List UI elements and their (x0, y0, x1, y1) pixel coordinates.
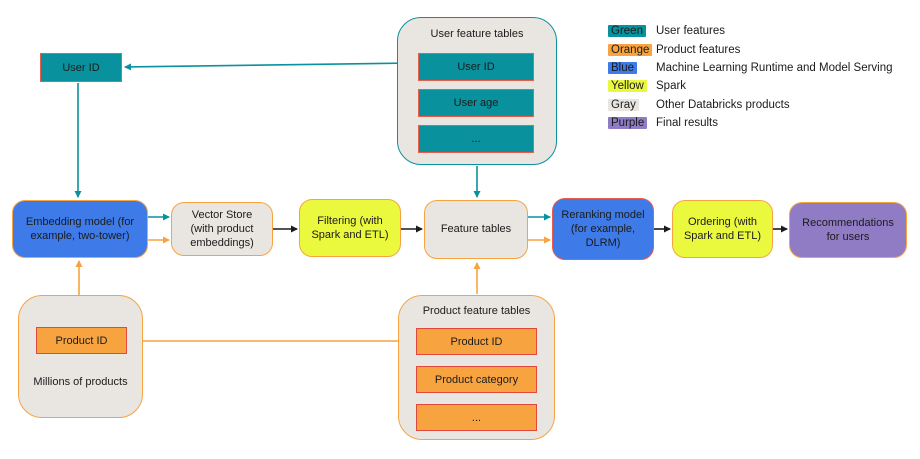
arrow-userid-to-userfeature-bidir (124, 59, 414, 71)
legend-swatch-yellow: Yellow (608, 80, 647, 93)
ordering-node: Ordering (with Spark and ETL) (672, 200, 773, 258)
embedding-model-node: Embedding model (for example, two-tower) (12, 200, 148, 258)
legend-desc-ml-runtime: Machine Learning Runtime and Model Servi… (656, 61, 893, 74)
legend-swatch-blue: Blue (608, 61, 638, 74)
millions-of-products-label: Millions of products (33, 376, 128, 388)
legend-swatch-green: Green (608, 25, 646, 38)
legend-swatch-purple: Purple (608, 117, 648, 130)
recommendations-node: Recommendations for users (789, 202, 907, 258)
legend-desc-other-databricks: Other Databricks products (656, 98, 790, 111)
legend-swatch-gray: Gray (608, 98, 639, 111)
feature-tables-node: Feature tables (424, 200, 528, 259)
user-feature-tables-container: User feature tables User ID User age ... (397, 17, 557, 165)
product-feature-row-product-id: Product ID (416, 328, 537, 355)
product-feature-row-more: ... (416, 404, 537, 431)
millions-of-products-container: Product ID Millions of products (18, 295, 143, 418)
product-feature-row-category: Product category (416, 366, 537, 393)
legend-desc-final-results: Final results (656, 117, 718, 130)
user-feature-tables-title: User feature tables (430, 28, 524, 40)
legend-desc-spark: Spark (656, 80, 687, 93)
user-feature-row-user-age: User age (418, 89, 534, 117)
filtering-node: Filtering (with Spark and ETL) (299, 199, 401, 257)
legend: Green User features Orange Product featu… (608, 22, 893, 132)
millions-product-id-node: Product ID (36, 327, 127, 354)
legend-desc-user-features: User features (656, 25, 726, 38)
user-feature-row-user-id: User ID (418, 53, 534, 81)
product-feature-tables-title: Product feature tables (422, 305, 531, 317)
product-feature-tables-container: Product feature tables Product ID Produc… (398, 295, 555, 440)
legend-swatch-orange: Orange (608, 43, 653, 56)
legend-desc-product-features: Product features (656, 43, 741, 56)
vector-store-node: Vector Store (with product embeddings) (171, 202, 273, 256)
reranking-model-node: Reranking model (for example, DLRM) (552, 198, 654, 260)
user-id-node: User ID (40, 53, 122, 82)
user-feature-row-more: ... (418, 125, 534, 153)
